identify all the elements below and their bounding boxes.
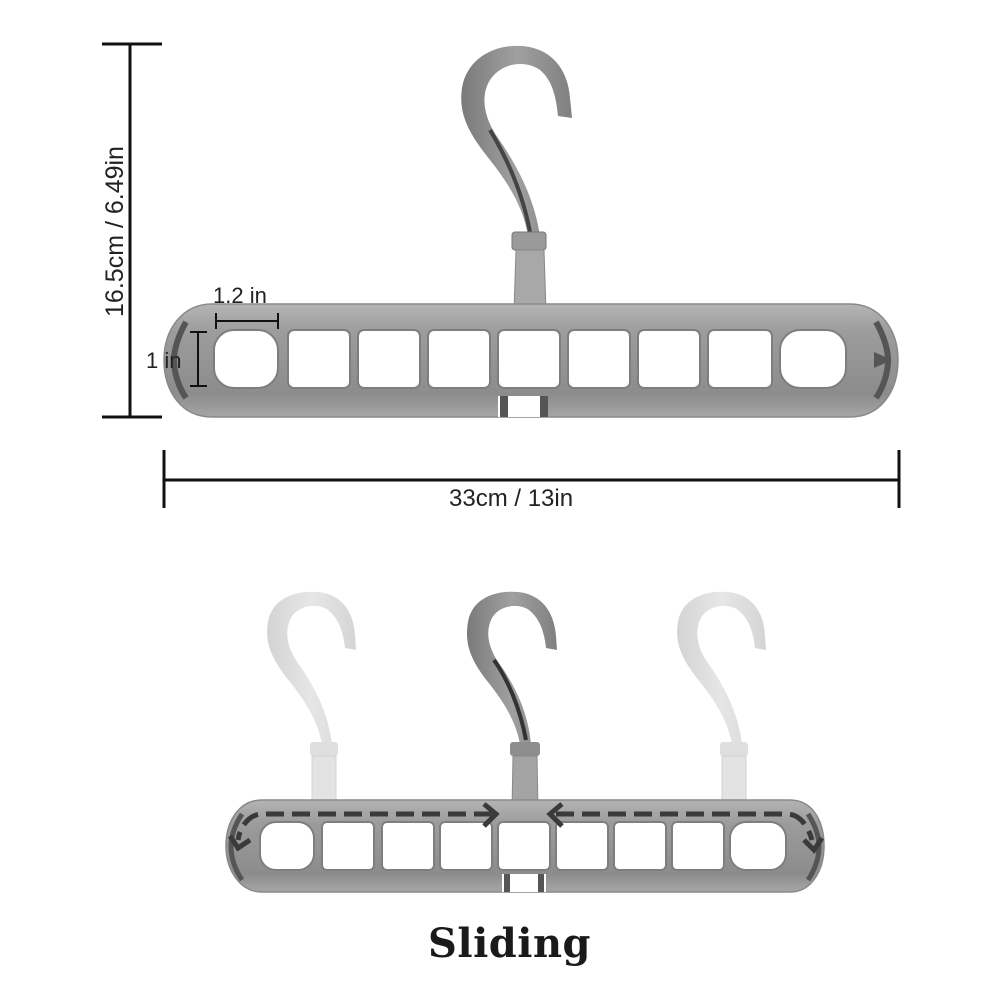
top-hook [461, 45, 572, 327]
slot-height-label: 1 in [146, 348, 182, 373]
slot-width-marker [215, 313, 279, 329]
bottom-slots [259, 821, 787, 871]
caption-sliding: Sliding [428, 920, 591, 967]
slot-width-label: 1.2 in [213, 283, 267, 308]
top-slots [213, 329, 847, 389]
ghost-hook-left [267, 591, 356, 812]
width-label: 33cm / 13in [449, 485, 574, 512]
sliding-arrows [227, 802, 825, 854]
height-label-text: 16.5cm / 6.49in [100, 145, 129, 317]
height-label: 16.5cm / 6.49in [95, 44, 135, 418]
width-dimension-line [162, 450, 901, 508]
slot-height-marker [190, 331, 207, 387]
center-hook [466, 591, 557, 823]
height-dimension-line [102, 42, 162, 419]
ghost-hook-right [677, 591, 766, 812]
